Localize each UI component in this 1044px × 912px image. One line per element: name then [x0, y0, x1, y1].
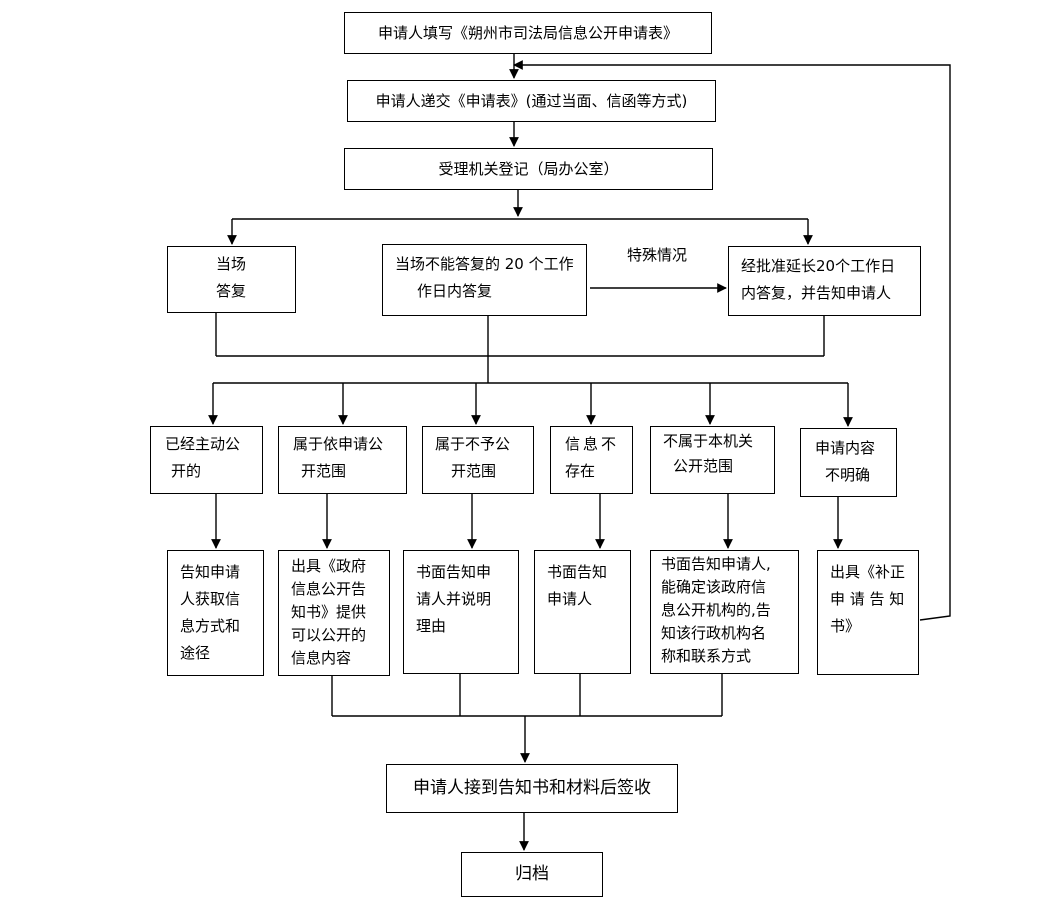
register-text: 受理机关登记（局办公室）	[438, 159, 619, 178]
public-on-request-box: 属于依申请公 开范围	[278, 426, 407, 494]
extend-20-days-box: 经批准延长20个工作日 内答复，并告知申请人	[728, 246, 921, 316]
submit-form-box: 申请人递交《申请表》(通过当面、信函等方式)	[347, 80, 716, 122]
inform-other-agency-box: 书面告知申请人, 能确定该政府信 息公开机构的,告 知该行政机构名 称和联系方式	[650, 550, 799, 674]
issue-supplement-box: 出具《补正 申 请 告 知 书》	[817, 550, 919, 675]
archive-text: 归档	[515, 864, 549, 884]
content-unclear-box: 申请内容 不明确	[800, 428, 897, 497]
register-box: 受理机关登记（局办公室）	[344, 148, 713, 190]
info-not-exist-box: 信息不 存在	[550, 426, 633, 494]
special-case-label: 特殊情况	[627, 246, 688, 264]
already-public-box: 已经主动公 开的	[150, 426, 263, 494]
sign-receipt-box: 申请人接到告知书和材料后签收	[386, 764, 678, 813]
submit-form-text: 申请人递交《申请表》(通过当面、信函等方式)	[375, 91, 688, 110]
fill-form-box: 申请人填写《朔州市司法局信息公开申请表》	[344, 12, 712, 54]
issue-notice-box: 出具《政府 信息公开告 知书》提供 可以公开的 信息内容	[278, 550, 390, 676]
inform-channel-box: 告知申请 人获取信 息方式和 途径	[167, 550, 264, 676]
not-disclosed-box: 属于不予公 开范围	[422, 426, 534, 494]
sign-receipt-text: 申请人接到告知书和材料后签收	[413, 778, 651, 798]
written-reason-box: 书面告知申 请人并说明 理由	[403, 550, 519, 674]
feedback-loop-line	[513, 60, 951, 621]
archive-box: 归档	[461, 852, 603, 897]
reply-on-spot-box: 当场 答复	[167, 246, 296, 313]
fill-form-text: 申请人填写《朔州市司法局信息公开申请表》	[377, 23, 678, 42]
written-inform-box: 书面告知 申请人	[534, 550, 631, 674]
not-this-agency-box: 不属于本机关 公开范围	[650, 426, 775, 494]
reply-20-days-box: 当场不能答复的 20 个工作 作日内答复	[382, 244, 587, 316]
